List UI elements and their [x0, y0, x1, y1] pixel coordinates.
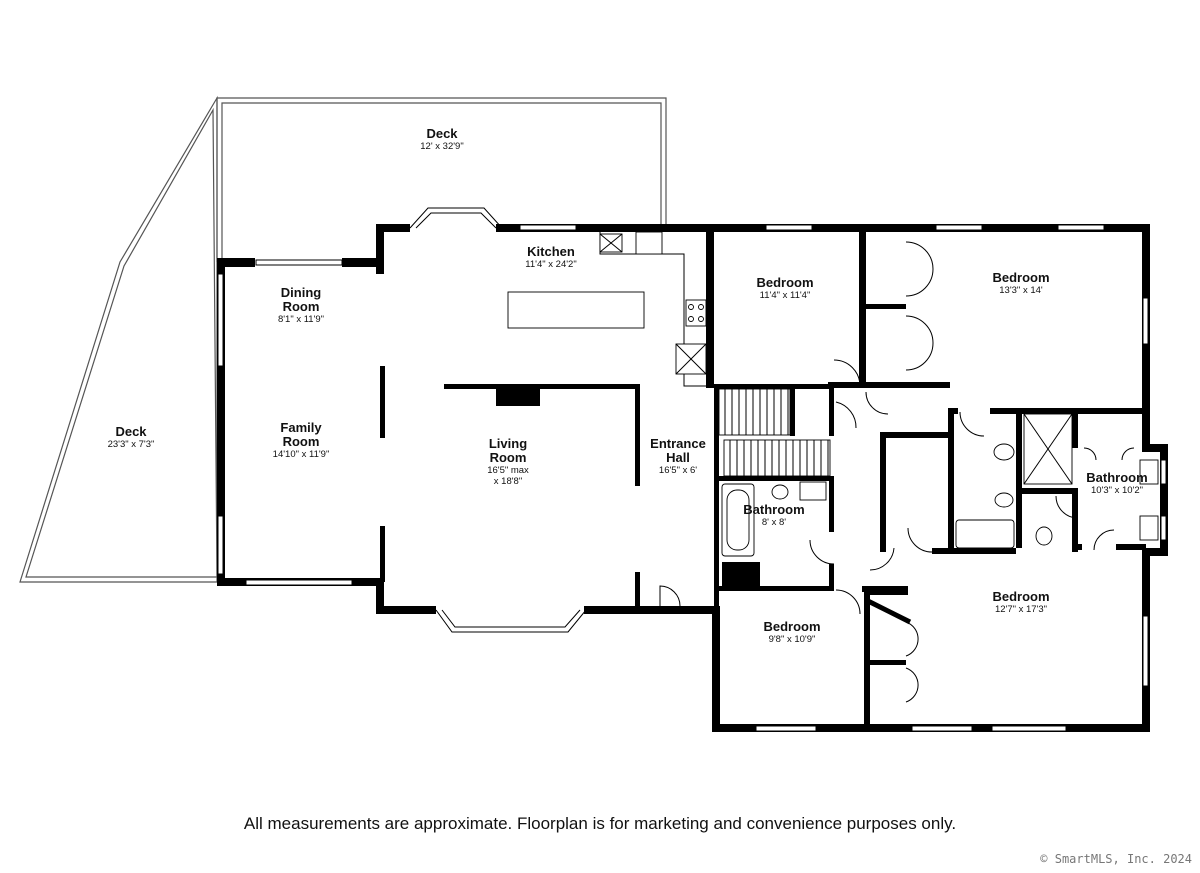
svg-text:8' x 8': 8' x 8' — [762, 517, 786, 528]
svg-text:Bedroom: Bedroom — [992, 270, 1049, 285]
kitchen-fixtures — [507, 231, 707, 387]
doors — [659, 241, 1135, 703]
bathroom-fixtures-master — [955, 413, 1159, 549]
copyright-text: © SmartMLS, Inc. 2024 — [1040, 852, 1192, 866]
svg-text:Bedroom: Bedroom — [756, 275, 813, 290]
svg-text:14'10" x 11'9": 14'10" x 11'9" — [273, 449, 330, 460]
room-label-family-room: Family Room 14'10" x 11'9" — [273, 420, 330, 460]
toilet — [1035, 526, 1053, 546]
svg-text:Room: Room — [490, 450, 527, 465]
toilet — [771, 484, 789, 500]
svg-text:Family: Family — [280, 420, 322, 435]
room-labels: Deck 12' x 32'9" Deck 23'3" x 7'3" Kitch… — [108, 126, 1148, 645]
svg-text:Room: Room — [283, 299, 320, 314]
svg-text:11'4" x 24'2": 11'4" x 24'2" — [525, 259, 576, 270]
bay-window-top — [409, 207, 503, 229]
room-label-living-room: Living Room 16'5" max x 18'8" — [487, 436, 529, 487]
bathroom-fixtures-hall — [721, 481, 827, 557]
room-label-bedroom-2: Bedroom 13'3" x 14' — [992, 270, 1049, 296]
svg-text:Bathroom: Bathroom — [1086, 470, 1147, 485]
interior-walls — [380, 224, 1146, 728]
svg-text:Deck: Deck — [426, 126, 458, 141]
side-deck — [19, 95, 218, 583]
svg-text:11'4" x 11'4": 11'4" x 11'4" — [760, 290, 811, 301]
svg-text:Bedroom: Bedroom — [763, 619, 820, 634]
svg-text:12' x 32'9": 12' x 32'9" — [420, 141, 463, 152]
room-label-bathroom-master: Bathroom 10'3" x 10'2" — [1086, 470, 1147, 496]
svg-text:Kitchen: Kitchen — [527, 244, 575, 259]
svg-text:Dining: Dining — [281, 285, 321, 300]
disclaimer-text: All measurements are approximate. Floorp… — [243, 814, 957, 833]
upper-deck — [216, 97, 667, 262]
kitchen-island — [507, 291, 645, 329]
room-label-bedroom-4: Bedroom 12'7" x 17'3" — [992, 589, 1049, 615]
room-label-deck-side: Deck 23'3" x 7'3" — [108, 424, 155, 450]
svg-text:Hall: Hall — [666, 450, 690, 465]
toilet — [994, 492, 1014, 508]
svg-text:x 18'8": x 18'8" — [494, 476, 522, 487]
svg-text:Bathroom: Bathroom — [743, 502, 804, 517]
room-label-bedroom-1: Bedroom 11'4" x 11'4" — [756, 275, 813, 301]
svg-text:Living: Living — [489, 436, 527, 451]
windows — [217, 224, 1167, 732]
svg-text:Entrance: Entrance — [650, 436, 706, 451]
svg-text:16'5" max: 16'5" max — [487, 465, 529, 476]
kitchen-sink — [635, 231, 663, 255]
svg-text:9'8" x 10'9": 9'8" x 10'9" — [769, 634, 816, 645]
vanity-sink — [799, 481, 827, 501]
svg-text:8'1" x 11'9": 8'1" x 11'9" — [278, 314, 324, 325]
svg-text:13'3" x 14': 13'3" x 14' — [999, 285, 1043, 296]
svg-text:Bedroom: Bedroom — [992, 589, 1049, 604]
svg-text:Room: Room — [283, 434, 320, 449]
toilet — [993, 443, 1015, 461]
svg-text:23'3" x 7'3": 23'3" x 7'3" — [108, 439, 155, 450]
svg-text:Deck: Deck — [115, 424, 147, 439]
vanity-sink — [1139, 515, 1159, 541]
room-label-bathroom-hall: Bathroom 8' x 8' — [743, 502, 804, 528]
staircase — [718, 388, 831, 477]
cooktop — [685, 299, 707, 327]
vanity-sink — [1139, 459, 1159, 485]
svg-text:10'3" x 10'2": 10'3" x 10'2" — [1091, 485, 1143, 496]
room-label-dining-room: Dining Room 8'1" x 11'9" — [278, 285, 324, 325]
room-label-entrance-hall: Entrance Hall 16'5" x 6' — [650, 436, 706, 476]
bay-window-bottom — [435, 609, 587, 633]
room-label-kitchen: Kitchen 11'4" x 24'2" — [525, 244, 576, 270]
svg-text:12'7" x 17'3": 12'7" x 17'3" — [995, 604, 1047, 615]
svg-text:16'5" x 6': 16'5" x 6' — [659, 465, 697, 476]
bathtub — [955, 519, 1015, 549]
room-label-bedroom-3: Bedroom 9'8" x 10'9" — [763, 619, 820, 645]
room-label-deck-upper: Deck 12' x 32'9" — [420, 126, 463, 152]
